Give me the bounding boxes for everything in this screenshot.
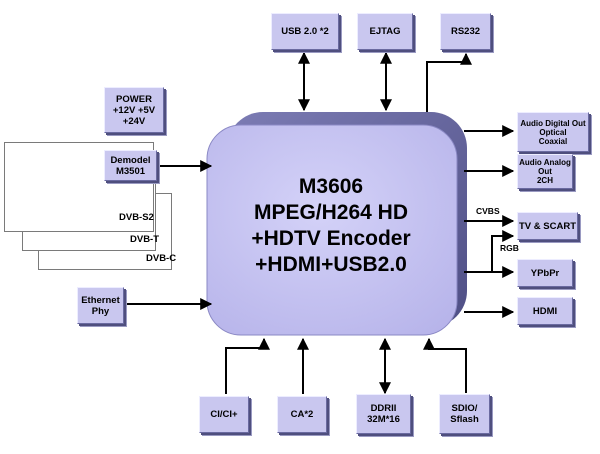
sdio-arrow <box>423 337 467 393</box>
audio-analog-box: Audio Analog Out 2CH <box>517 154 573 189</box>
connector-arrows <box>124 51 515 395</box>
ypbpr-box: YPbPr <box>517 259 573 287</box>
cvbs-label: CVBS <box>476 206 500 216</box>
dvb-s2-label: DVB-S2 <box>119 212 154 223</box>
tv-scart-box: TV & SCART <box>517 212 578 240</box>
chip-block <box>206 112 467 336</box>
rs232-arrow <box>426 52 472 112</box>
audio-digital-box: Audio Digital Out Optical Coaxial <box>517 112 589 152</box>
ci-arrow <box>225 337 270 394</box>
hdmi-box: HDMI <box>517 297 573 325</box>
ca-box: CA*2 <box>277 396 327 433</box>
ethernet-box: Ethernet Phy <box>77 287 124 324</box>
ddr-box: DDRII 32M*16 <box>356 394 411 434</box>
rs232-box: RS232 <box>440 13 491 50</box>
dvb-c-label: DVB-C <box>146 253 177 264</box>
chip-title: M3606 MPEG/H264 HD +HDTV Encoder +HDMI+U… <box>251 175 411 276</box>
dvb-t-label: DVB-T <box>130 234 160 245</box>
ejtag-box: EJTAG <box>357 13 413 50</box>
chip-face <box>206 124 458 336</box>
sdio-box: SDIO/ Sflash <box>439 394 490 434</box>
power-box: POWER +12V +5V +24V <box>104 87 164 133</box>
rgb-arrow <box>491 230 515 272</box>
demodel-box: Demodel M3501 <box>104 150 157 181</box>
usb-box: USB 2.0 *2 <box>271 13 339 50</box>
rgb-label: RGB <box>500 243 519 253</box>
ci-box: CI/CI+ <box>199 396 249 433</box>
